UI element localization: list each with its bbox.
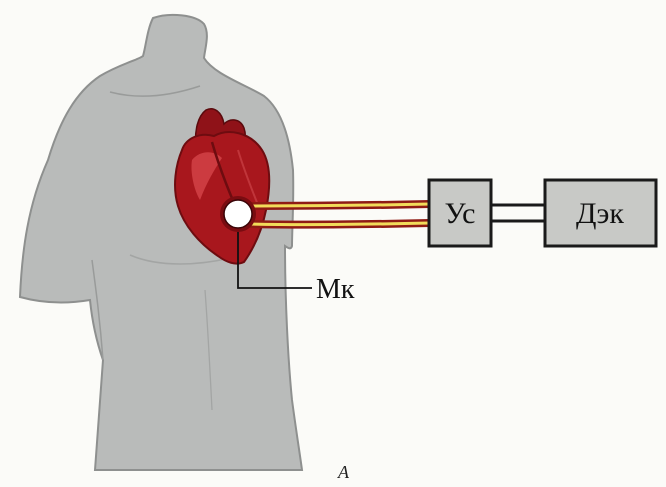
ecg-device-rect bbox=[543, 178, 658, 248]
wire-bottom-inner bbox=[249, 221, 431, 227]
torso-silhouette-icon bbox=[18, 13, 304, 471]
ecg-device-label: Дэк bbox=[576, 197, 624, 230]
heart-highlight bbox=[191, 152, 222, 200]
microphone-leader-line bbox=[237, 232, 312, 289]
abdomen-line bbox=[204, 289, 213, 411]
figure-label: А bbox=[337, 462, 350, 482]
wire-top-inner bbox=[249, 202, 431, 208]
microphone-sensor-icon bbox=[220, 196, 256, 232]
amplifier-label: Ус bbox=[445, 197, 476, 230]
signal-wires bbox=[249, 200, 431, 229]
box-connector bbox=[491, 203, 545, 223]
microphone-disc bbox=[223, 199, 253, 229]
collarbone-line bbox=[109, 85, 201, 97]
torso-shape bbox=[18, 13, 304, 471]
ecg-device-box: Дэк bbox=[543, 178, 658, 248]
pec-line bbox=[129, 254, 231, 265]
amplifier-box: Ус bbox=[427, 178, 493, 248]
heart-illustration-icon bbox=[174, 108, 271, 265]
amplifier-rect bbox=[427, 178, 493, 248]
arm-line bbox=[91, 259, 104, 361]
heart-vessel-2 bbox=[237, 149, 259, 206]
microphone-label: Мк bbox=[316, 274, 355, 305]
